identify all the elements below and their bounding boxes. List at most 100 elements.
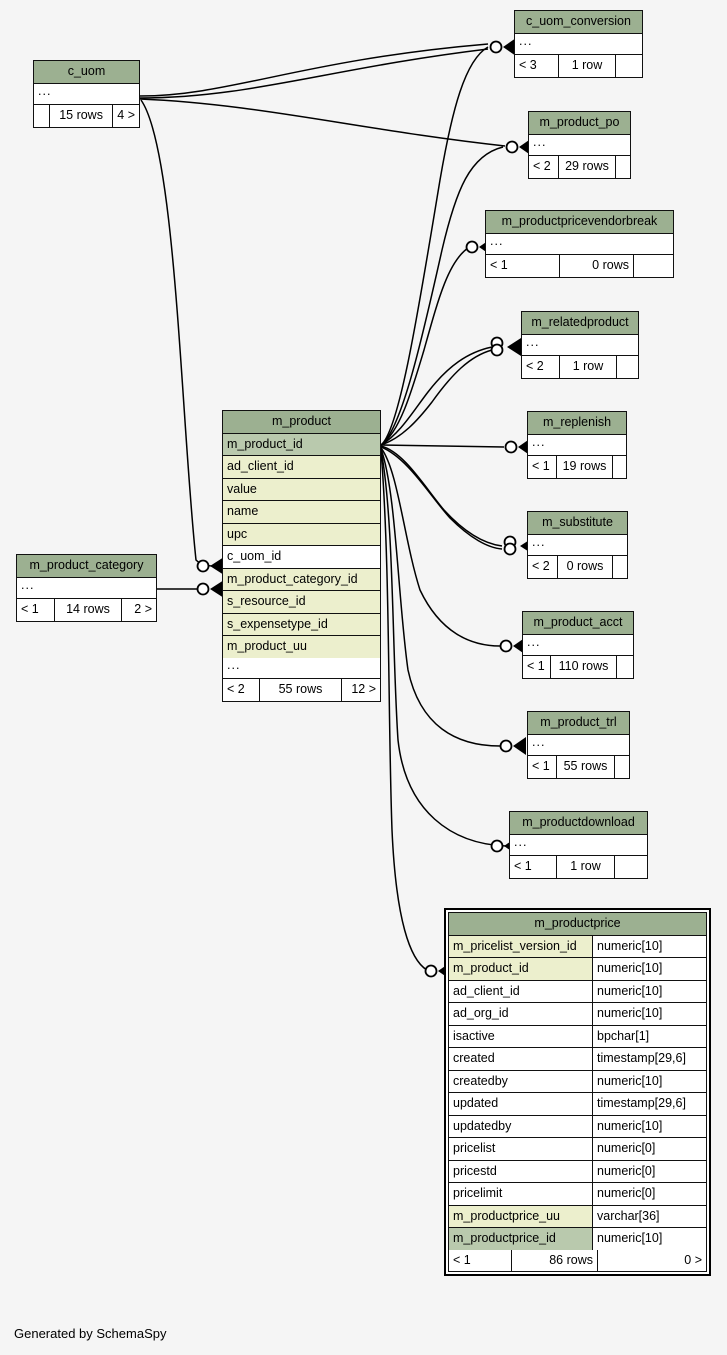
table-m_replenish[interactable]: m_replenish ... < 1 19 rows (527, 411, 627, 479)
table-m_relatedproduct[interactable]: m_relatedproduct ... < 2 1 row (521, 311, 639, 379)
table-title: m_product (223, 411, 380, 434)
columns-ellipsis: ... (510, 834, 647, 856)
column-type: numeric[0] (593, 1160, 706, 1182)
table-title: m_relatedproduct (522, 312, 638, 335)
footer-rowcount: 14 rows (55, 599, 122, 621)
column-name: updated (449, 1093, 593, 1115)
column-name: m_product_id (449, 958, 593, 980)
column-name: pricelimit (449, 1183, 593, 1205)
footer-parents: < 3 (515, 55, 559, 77)
footer-rowcount: 29 rows (559, 156, 616, 178)
column-name: c_uom_id (223, 546, 380, 568)
columns-ellipsis: ... (34, 83, 139, 105)
column-name: pricestd (449, 1160, 593, 1182)
footer-parents: < 1 (17, 599, 55, 621)
table-column-row[interactable]: m_product_uu (223, 636, 380, 658)
footer-children (616, 55, 642, 77)
footer-children (634, 255, 673, 277)
table-m_substitute[interactable]: m_substitute ... < 2 0 rows (527, 511, 628, 579)
column-type: numeric[10] (593, 1115, 706, 1137)
column-type: numeric[0] (593, 1183, 706, 1205)
table-m_product_trl[interactable]: m_product_trl ... < 1 55 rows (527, 711, 630, 779)
table-footer: < 1 1 row (510, 856, 647, 878)
footer-children: 4 > (117, 108, 135, 122)
table-footer: 15 rows 4 > (34, 105, 139, 127)
column-type: numeric[10] (593, 935, 706, 957)
footer-parents: < 1 (510, 856, 557, 878)
table-column-row[interactable]: m_product_id (223, 433, 380, 456)
table-column-row[interactable]: value (223, 478, 380, 501)
table-m_productpricevendorbreak[interactable]: m_productpricevendorbreak ... < 1 0 rows (485, 210, 674, 278)
footer-children (617, 656, 633, 678)
table-title: m_productprice (449, 913, 706, 936)
table-m_product_category[interactable]: m_product_category ... < 1 14 rows 2 > (16, 554, 157, 622)
footer-rowcount: 15 rows (50, 105, 114, 127)
column-name: created (449, 1048, 593, 1070)
table-title: m_substitute (528, 512, 627, 535)
table-column-row[interactable]: c_uom_id (223, 546, 380, 569)
table-footer: < 1 14 rows 2 > (17, 599, 156, 621)
columns-ellipsis: ... (223, 657, 380, 679)
table-title: c_uom_conversion (515, 11, 642, 34)
table-m_product_acct[interactable]: m_product_acct ... < 1 110 rows (522, 611, 634, 679)
columns-ellipsis: ... (523, 634, 633, 656)
footer-parents: < 2 (529, 156, 559, 178)
table-title: m_replenish (528, 412, 626, 435)
footer-children (615, 856, 647, 878)
footer-children: 12 > (351, 682, 376, 696)
table-title: m_product_trl (528, 712, 629, 735)
table-title: m_product_category (17, 555, 156, 578)
column-type: varchar[36] (593, 1205, 706, 1227)
footer-parents: < 2 (522, 356, 560, 378)
table-title: m_productpricevendorbreak (486, 211, 673, 234)
table-column-row[interactable]: upc (223, 523, 380, 546)
column-type: numeric[10] (593, 1228, 706, 1250)
table-footer: < 2 29 rows (529, 156, 630, 178)
table-column-row[interactable]: s_resource_id (223, 591, 380, 614)
footer-rowcount: 19 rows (557, 456, 613, 478)
columns-ellipsis: ... (528, 734, 629, 756)
table-column-row[interactable]: ad_client_id (223, 456, 380, 479)
column-type: numeric[10] (593, 958, 706, 980)
columns-ellipsis: ... (515, 33, 642, 55)
footer-parents: < 2 (528, 556, 558, 578)
table-column-row[interactable]: s_expensetype_id (223, 613, 380, 636)
column-type: timestamp[29,6] (593, 1048, 706, 1070)
table-title: m_product_acct (523, 612, 633, 635)
column-name: value (223, 478, 380, 500)
table-m_product_po[interactable]: m_product_po ... < 2 29 rows (528, 111, 631, 179)
column-name: updatedby (449, 1115, 593, 1137)
table-c_uom_conversion[interactable]: c_uom_conversion ... < 3 1 row (514, 10, 643, 78)
column-name: pricelist (449, 1138, 593, 1160)
column-name: createdby (449, 1070, 593, 1092)
column-name: m_product_id (223, 433, 380, 455)
column-name: m_productprice_uu (449, 1205, 593, 1227)
table-footer: < 1 55 rows (528, 756, 629, 778)
table-column-row[interactable]: name (223, 501, 380, 524)
footer-rowcount: 0 rows (560, 255, 634, 277)
table-title: c_uom (34, 61, 139, 84)
footer-rowcount: 1 row (559, 55, 616, 77)
table-title: m_productdownload (510, 812, 647, 835)
table-c_uom[interactable]: c_uom ... 15 rows 4 > (33, 60, 140, 128)
table-column-row[interactable]: m_product_category_id (223, 568, 380, 591)
footer-parents: < 2 (223, 679, 260, 701)
table-m_productdownload[interactable]: m_productdownload ... < 1 1 row (509, 811, 648, 879)
